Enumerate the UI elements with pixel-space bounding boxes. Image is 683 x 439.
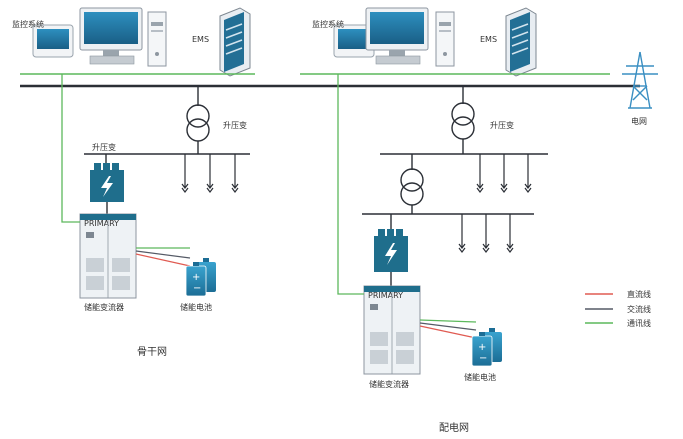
left-pcs-label: 储能变流器 bbox=[84, 302, 124, 312]
right-second-transformer-icon bbox=[400, 168, 424, 206]
right-mid-loads bbox=[476, 154, 532, 193]
left-ems-server bbox=[219, 7, 251, 77]
svg-text:−: − bbox=[193, 283, 201, 294]
right-box-transformer-icon bbox=[374, 229, 408, 272]
left-ems-label: EMS bbox=[192, 35, 209, 44]
right-comm-drop bbox=[337, 74, 364, 295]
legend-label-dc: 直流线 bbox=[627, 289, 651, 299]
left-battery-icon: + − bbox=[185, 258, 216, 297]
left-pcs-cabinet: PRIMARY bbox=[79, 213, 137, 299]
legend-label-ac: 交流线 bbox=[627, 304, 651, 314]
legend: 直流线 交流线 通讯线 bbox=[585, 289, 651, 328]
grid-tower-icon bbox=[622, 51, 658, 109]
svg-text:+: + bbox=[478, 342, 486, 353]
left-box-transformer-icon bbox=[90, 163, 124, 202]
legend-label-comm: 通讯线 bbox=[627, 318, 651, 328]
left-monitor-system bbox=[32, 7, 167, 67]
left-section-label: 骨干网 bbox=[137, 346, 167, 358]
right-monitor-system bbox=[333, 7, 455, 67]
left-top-transformer-label: 升压变 bbox=[223, 120, 247, 130]
right-ems-label: EMS bbox=[480, 35, 497, 44]
right-pcs-brand: PRIMARY bbox=[368, 291, 403, 300]
left-comm-drop bbox=[61, 74, 80, 223]
right-pcs-cabinet: PRIMARY bbox=[363, 285, 421, 375]
right-monitor-label: 监控系统 bbox=[312, 19, 344, 29]
grid-label: 电网 bbox=[631, 116, 647, 126]
right-top-transformer-icon bbox=[451, 102, 475, 140]
right-battery-label: 储能电池 bbox=[464, 372, 496, 382]
right-battery-icon: + − bbox=[471, 328, 502, 367]
left-loads bbox=[181, 154, 239, 193]
left-monitor-label: 监控系统 bbox=[12, 19, 44, 29]
left-battery-label: 储能电池 bbox=[180, 302, 212, 312]
right-section-label: 配电网 bbox=[439, 421, 469, 434]
right-top-transformer-label: 升压变 bbox=[490, 120, 514, 130]
left-pcs-brand: PRIMARY bbox=[84, 219, 119, 228]
right-pcs-label: 储能变流器 bbox=[369, 379, 409, 389]
svg-text:−: − bbox=[479, 353, 487, 364]
left-top-transformer-icon bbox=[186, 104, 210, 142]
left-bus-transformer-label: 升压变 bbox=[92, 142, 116, 152]
right-ems-server bbox=[505, 7, 537, 77]
right-lower-loads bbox=[458, 214, 514, 253]
svg-text:+: + bbox=[192, 272, 200, 283]
